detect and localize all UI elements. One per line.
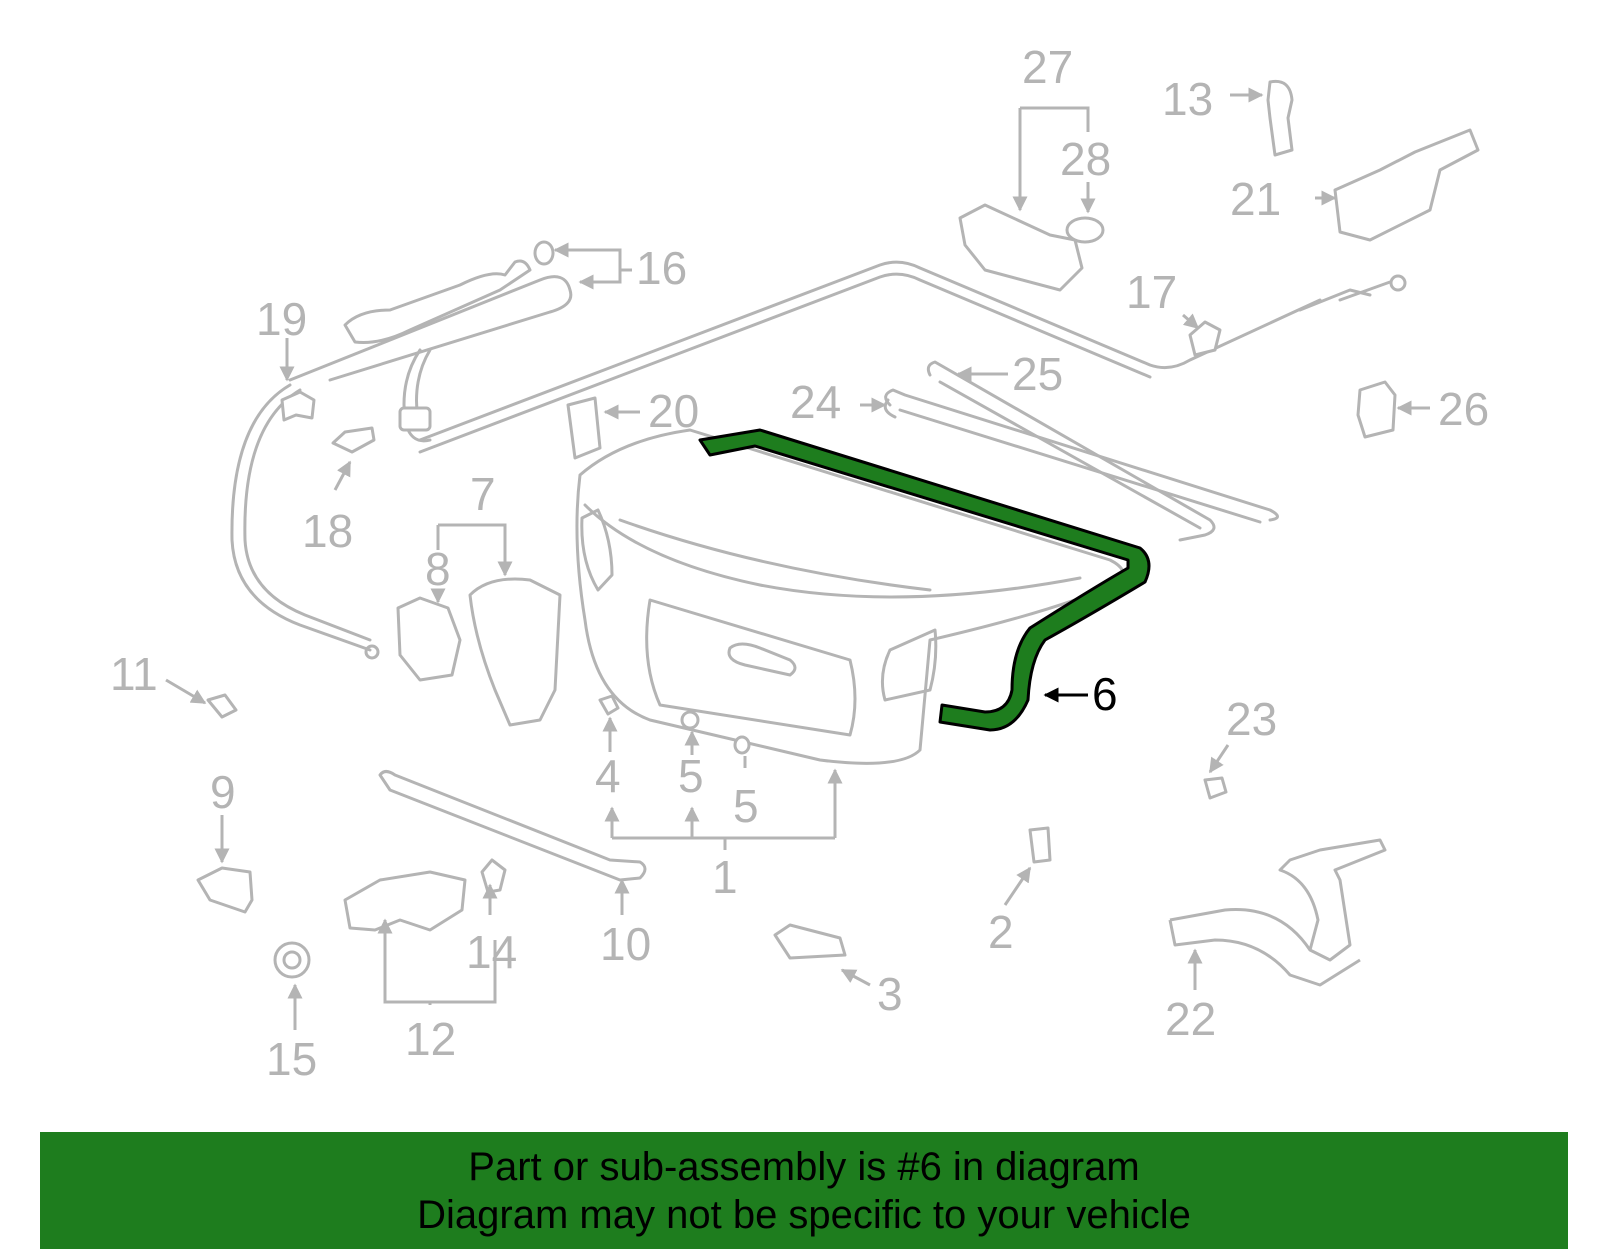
- callout-20: 20: [648, 385, 699, 437]
- part-20: [566, 396, 602, 460]
- callout-8: 8: [425, 543, 451, 595]
- callout-6: 6: [1092, 668, 1118, 720]
- callout-16: 16: [636, 242, 687, 294]
- callout-1: 1: [712, 851, 738, 903]
- part-4: [598, 694, 620, 716]
- release-cable: [418, 260, 1322, 442]
- callout-7: 7: [470, 468, 496, 520]
- callout-labels: 27 13 28 21 16 19 17 25 24 20 26 18 7 8 …: [110, 41, 1489, 1085]
- callout-10: 10: [600, 918, 651, 970]
- callout-27: 27: [1022, 41, 1073, 93]
- part-12-cylinder: [343, 870, 467, 932]
- part-3: [773, 923, 847, 960]
- release-cable-inner: [418, 272, 1152, 454]
- cable-end-left-ball: [364, 644, 380, 660]
- callout-23: 23: [1226, 693, 1277, 745]
- torsion-rod-25: [926, 360, 1216, 542]
- leaders: [165, 87, 1430, 1030]
- trunk-lid-crease: [618, 518, 932, 592]
- banner-line-2: Diagram may not be specific to your vehi…: [417, 1192, 1191, 1237]
- part-23: [1203, 776, 1228, 800]
- part-13-bolt: [1266, 79, 1294, 157]
- callout-17: 17: [1126, 266, 1177, 318]
- part-17-clip: [1188, 320, 1222, 357]
- right-lamp: [880, 628, 938, 702]
- harness-assembly: [288, 275, 573, 382]
- part-27-striker: [958, 203, 1084, 292]
- callout-15: 15: [266, 1033, 317, 1085]
- trunk-handle: [727, 642, 797, 677]
- part-10-seal: [378, 770, 647, 882]
- trunk-lid-edge: [583, 503, 1082, 599]
- callout-13: 13: [1162, 73, 1213, 125]
- part-26: [1356, 380, 1397, 439]
- part-7-lock: [468, 577, 562, 727]
- part-14: [480, 858, 507, 894]
- part-21-latch: [1333, 128, 1480, 242]
- opener-cable-left: [230, 383, 372, 652]
- callout-19: 19: [256, 293, 307, 345]
- part-2-bumper: [1028, 826, 1052, 864]
- harness-connector: [398, 406, 432, 432]
- callout-28: 28: [1060, 133, 1111, 185]
- part-19-clip: [280, 390, 316, 422]
- callout-9: 9: [210, 766, 236, 818]
- callout-11: 11: [110, 648, 158, 700]
- callout-22: 22: [1165, 993, 1216, 1045]
- opener-cable-left-inner: [243, 388, 372, 642]
- callout-24: 24: [790, 376, 841, 428]
- part-28: [1065, 216, 1105, 244]
- part-5a: [680, 710, 700, 730]
- license-recess: [645, 598, 857, 737]
- torsion-rod-25b: [938, 380, 1202, 530]
- callout-12: 12: [405, 1013, 456, 1065]
- part-8: [396, 596, 462, 682]
- actuator-body: [343, 259, 532, 344]
- part-18: [331, 426, 376, 454]
- info-banner: Part or sub-assembly is #6 in diagram Di…: [40, 1132, 1568, 1249]
- banner-line-1: Part or sub-assembly is #6 in diagram: [468, 1144, 1140, 1189]
- callout-4: 4: [595, 750, 621, 802]
- callout-3: 3: [877, 968, 903, 1020]
- callout-21: 21: [1230, 173, 1281, 225]
- part-22-hinge: [1168, 838, 1387, 987]
- callout-2: 2: [988, 906, 1014, 958]
- callout-26: 26: [1438, 383, 1489, 435]
- callout-5a: 5: [678, 750, 704, 802]
- part-5b: [733, 735, 751, 755]
- part-15-nut-hole: [282, 950, 302, 970]
- callout-5b: 5: [733, 780, 759, 832]
- part-15-nut: [273, 941, 311, 979]
- callout-25: 25: [1012, 348, 1063, 400]
- left-lamp: [580, 508, 614, 592]
- cable-end-right: [1298, 280, 1392, 312]
- part-9: [196, 866, 254, 914]
- weatherstrip-6: [698, 428, 1151, 732]
- clip-16: [533, 240, 555, 266]
- callout-14: 14: [466, 926, 517, 978]
- callout-18: 18: [302, 505, 353, 557]
- part-11: [206, 693, 238, 719]
- cable-end-ball: [1389, 274, 1407, 292]
